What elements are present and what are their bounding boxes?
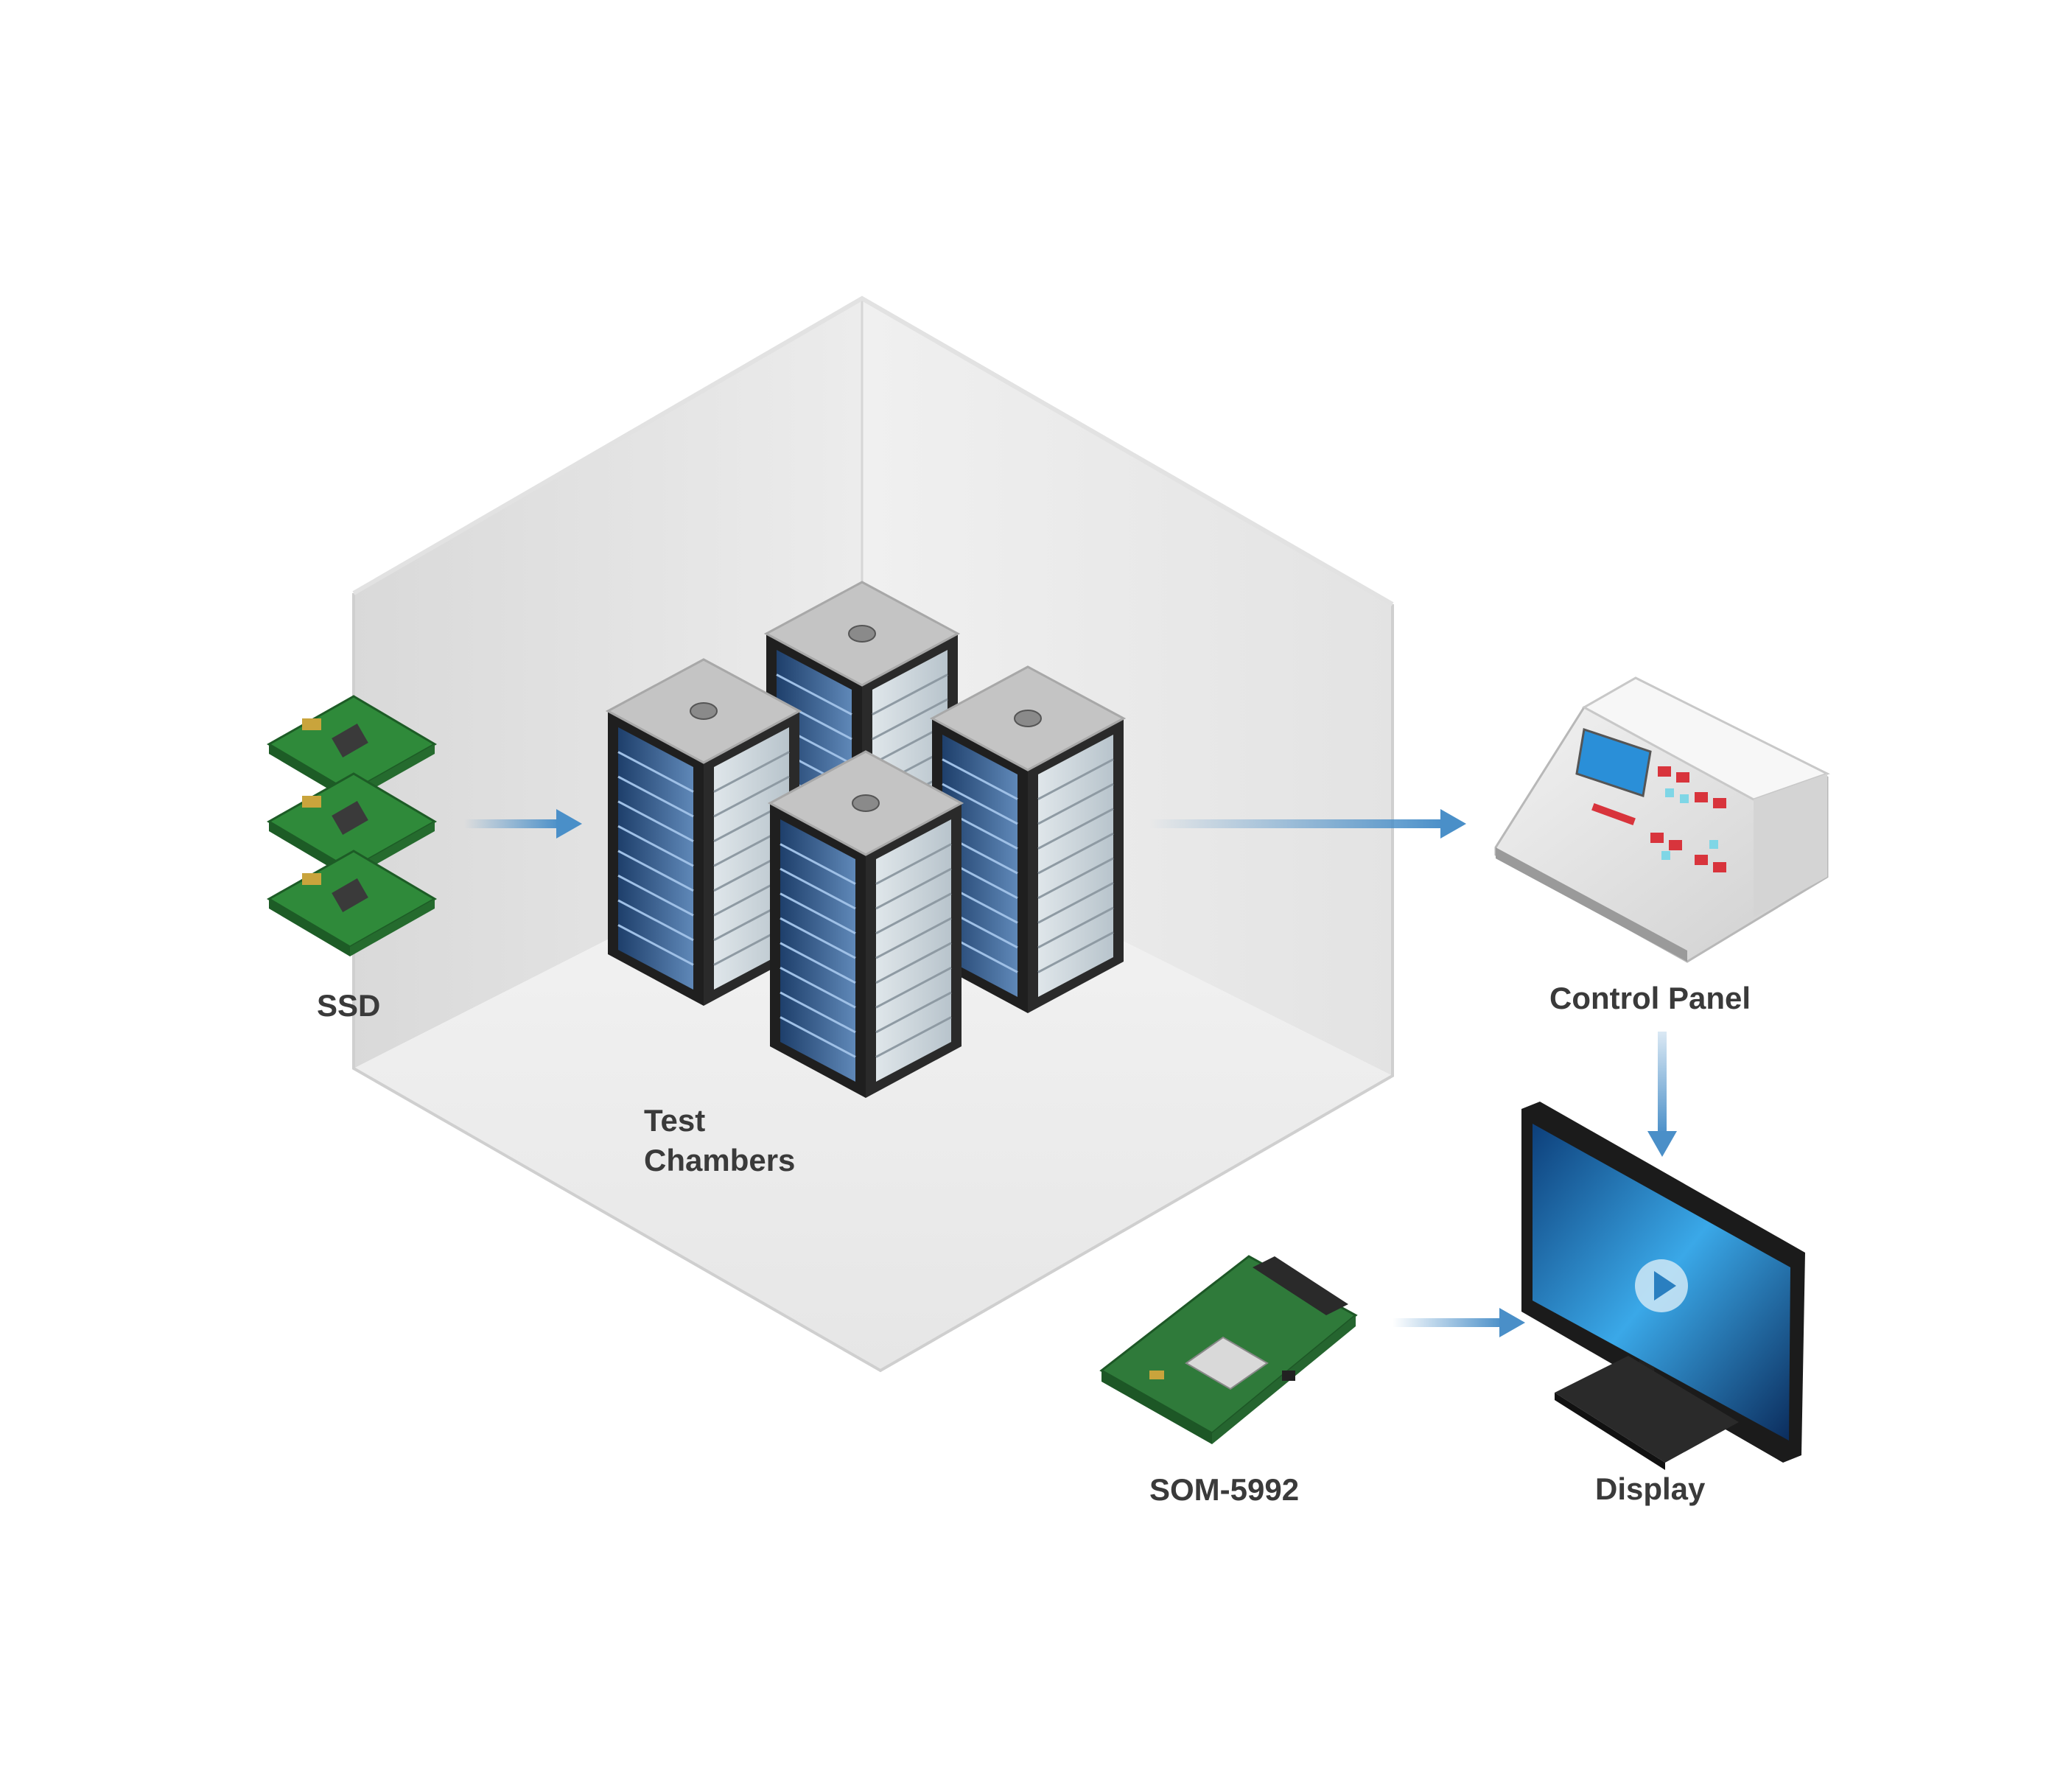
server-rack: [767, 750, 964, 1098]
arrow-ssd-to-chambers: [464, 809, 582, 839]
ssd-board-icon: [267, 695, 437, 956]
arrow-control-panel-to-display: [1647, 1032, 1677, 1157]
test-chambers-label-line2: Chambers: [644, 1143, 796, 1177]
test-chambers-label: Test Chambers: [644, 1101, 795, 1180]
server-rack: [929, 665, 1127, 1013]
control-panel-icon: [1494, 676, 1830, 963]
arrow-chambers-to-control-panel: [1149, 809, 1466, 839]
ssd-label: SSD: [317, 988, 381, 1023]
control-panel-label: Control Panel: [1549, 981, 1751, 1015]
server-rack-icon: [605, 581, 1127, 1098]
test-chambers-label-line1: Test: [644, 1103, 706, 1138]
monitor-icon: [1521, 1102, 1805, 1470]
ssd-board: [267, 850, 437, 956]
server-rack: [605, 658, 802, 1006]
som-label: SOM-5992: [1149, 1472, 1300, 1507]
display-label: Display: [1595, 1471, 1706, 1506]
som-module-icon: [1099, 1255, 1358, 1444]
panel-buttons: [1591, 766, 1726, 872]
arrow-som-to-display: [1393, 1308, 1525, 1337]
